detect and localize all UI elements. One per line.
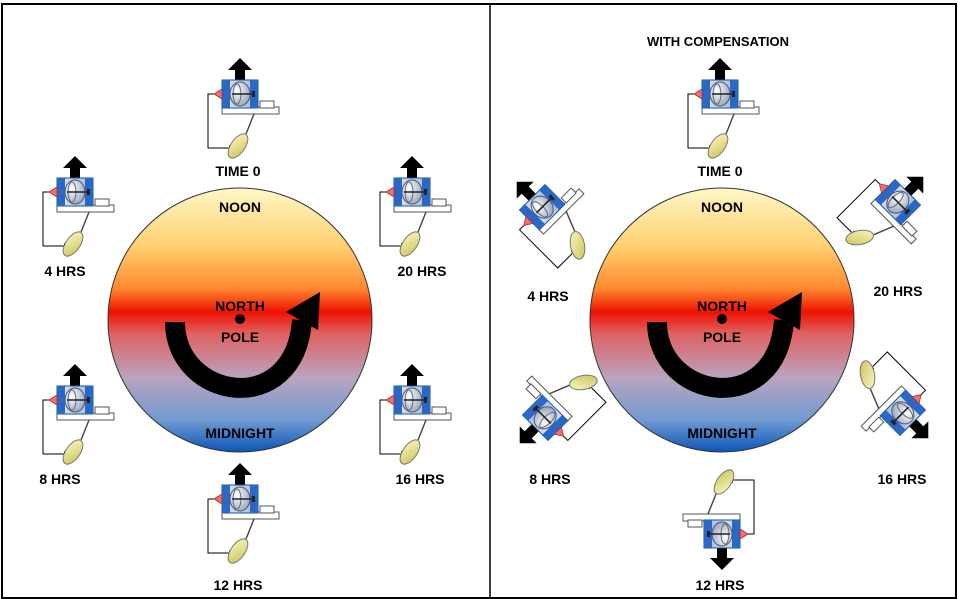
rotation-arrow <box>165 318 312 398</box>
time-8-label: 8 HRS <box>39 471 80 487</box>
panel-title: WITH COMPENSATION <box>647 34 789 49</box>
rotation-arrow <box>647 318 794 398</box>
midnight-label: MIDNIGHT <box>687 425 757 441</box>
north-label: NORTH <box>215 298 265 314</box>
pole-label: POLE <box>703 329 741 345</box>
time-8-label: 8 HRS <box>529 471 570 487</box>
time-0-label: TIME 0 <box>215 163 260 179</box>
noon-label: NOON <box>701 199 743 215</box>
north-pole-dot <box>717 314 727 324</box>
time-0-label: TIME 0 <box>697 163 742 179</box>
north-pole-dot <box>235 314 245 324</box>
time-4-label: 4 HRS <box>527 288 568 304</box>
time-4-label: 4 HRS <box>44 263 85 279</box>
pole-label: POLE <box>221 329 259 345</box>
north-label: NORTH <box>697 298 747 314</box>
time-20-label: 20 HRS <box>873 283 922 299</box>
time-12-label: 12 HRS <box>213 577 262 593</box>
right-panel: WITH COMPENSATION NOON NORTH POLE MIDNIG… <box>491 34 952 593</box>
midnight-label: MIDNIGHT <box>205 425 275 441</box>
time-16-label: 16 HRS <box>395 471 444 487</box>
time-12-label: 12 HRS <box>695 577 744 593</box>
time-16-label: 16 HRS <box>877 471 926 487</box>
left-panel: NOON NORTH POLE MIDNIGHT TIME 0 4 HRS 20… <box>39 57 452 593</box>
noon-label: NOON <box>219 199 261 215</box>
time-20-label: 20 HRS <box>397 263 446 279</box>
